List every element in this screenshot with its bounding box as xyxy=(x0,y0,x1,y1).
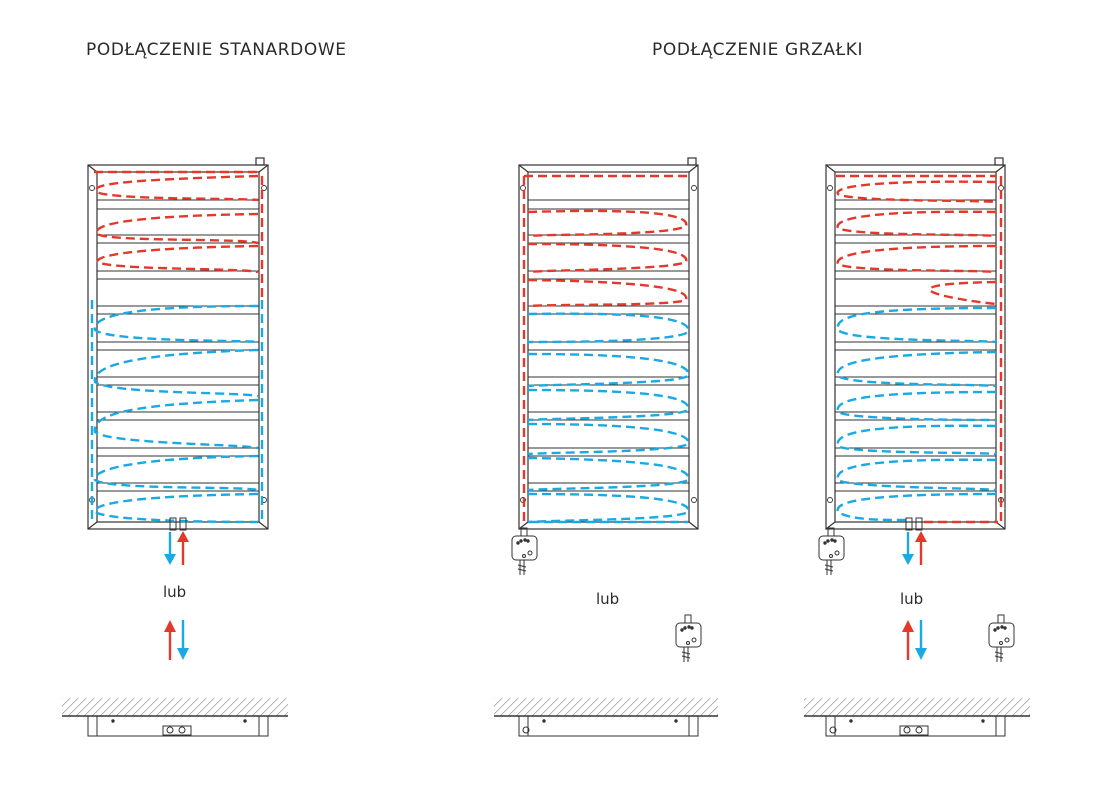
heating-element-icon xyxy=(988,614,1015,662)
arrow-up-red-icon xyxy=(164,620,176,660)
arrow-up-red-icon xyxy=(902,620,914,660)
or-label-heater-right: lub xyxy=(900,590,924,608)
radiator-heater-left xyxy=(494,157,718,737)
radiator-bars xyxy=(528,199,689,492)
wall-hatch-icon xyxy=(494,698,718,717)
arrow-up-red-icon xyxy=(177,531,189,565)
arrow-up-red-icon xyxy=(915,531,927,565)
radiator-frame xyxy=(518,157,699,530)
valves xyxy=(905,517,923,531)
radiator-bars xyxy=(97,199,259,492)
cold-flow-path xyxy=(836,306,997,522)
hot-flow-path xyxy=(94,170,264,300)
arrow-down-blue-icon xyxy=(177,620,189,660)
arrow-down-blue-icon xyxy=(902,532,914,565)
or-label-standard: lub xyxy=(163,583,187,601)
radiator-top-view xyxy=(87,715,269,737)
radiator-bars xyxy=(835,199,996,492)
wall-hatch-icon xyxy=(804,698,1030,717)
radiator-frame xyxy=(825,157,1006,530)
heating-element-icon xyxy=(675,614,702,662)
arrow-down-blue-icon xyxy=(164,532,176,565)
heading-standard-connection: PODŁĄCZENIE STANARDOWE xyxy=(86,40,347,60)
or-label-heater-left: lub xyxy=(596,590,620,608)
hot-flow-path xyxy=(522,174,688,526)
radiator-top-view xyxy=(518,715,699,737)
mount-screws xyxy=(89,185,267,503)
radiator-standard xyxy=(62,157,288,737)
valves xyxy=(169,517,187,531)
cold-flow-path xyxy=(527,312,690,524)
wall-hatch-icon xyxy=(62,698,288,717)
arrow-down-blue-icon xyxy=(915,620,927,660)
cold-flow-path xyxy=(90,300,264,524)
radiator-heater-right xyxy=(804,157,1030,737)
radiator-top-view xyxy=(825,715,1006,737)
heating-element-icon xyxy=(818,527,845,575)
radiator-frame xyxy=(87,157,269,530)
hot-flow-path xyxy=(836,174,1003,524)
heading-heater-connection: PODŁĄCZENIE GRZAŁKI xyxy=(652,40,864,60)
heating-element-icon xyxy=(511,527,538,575)
